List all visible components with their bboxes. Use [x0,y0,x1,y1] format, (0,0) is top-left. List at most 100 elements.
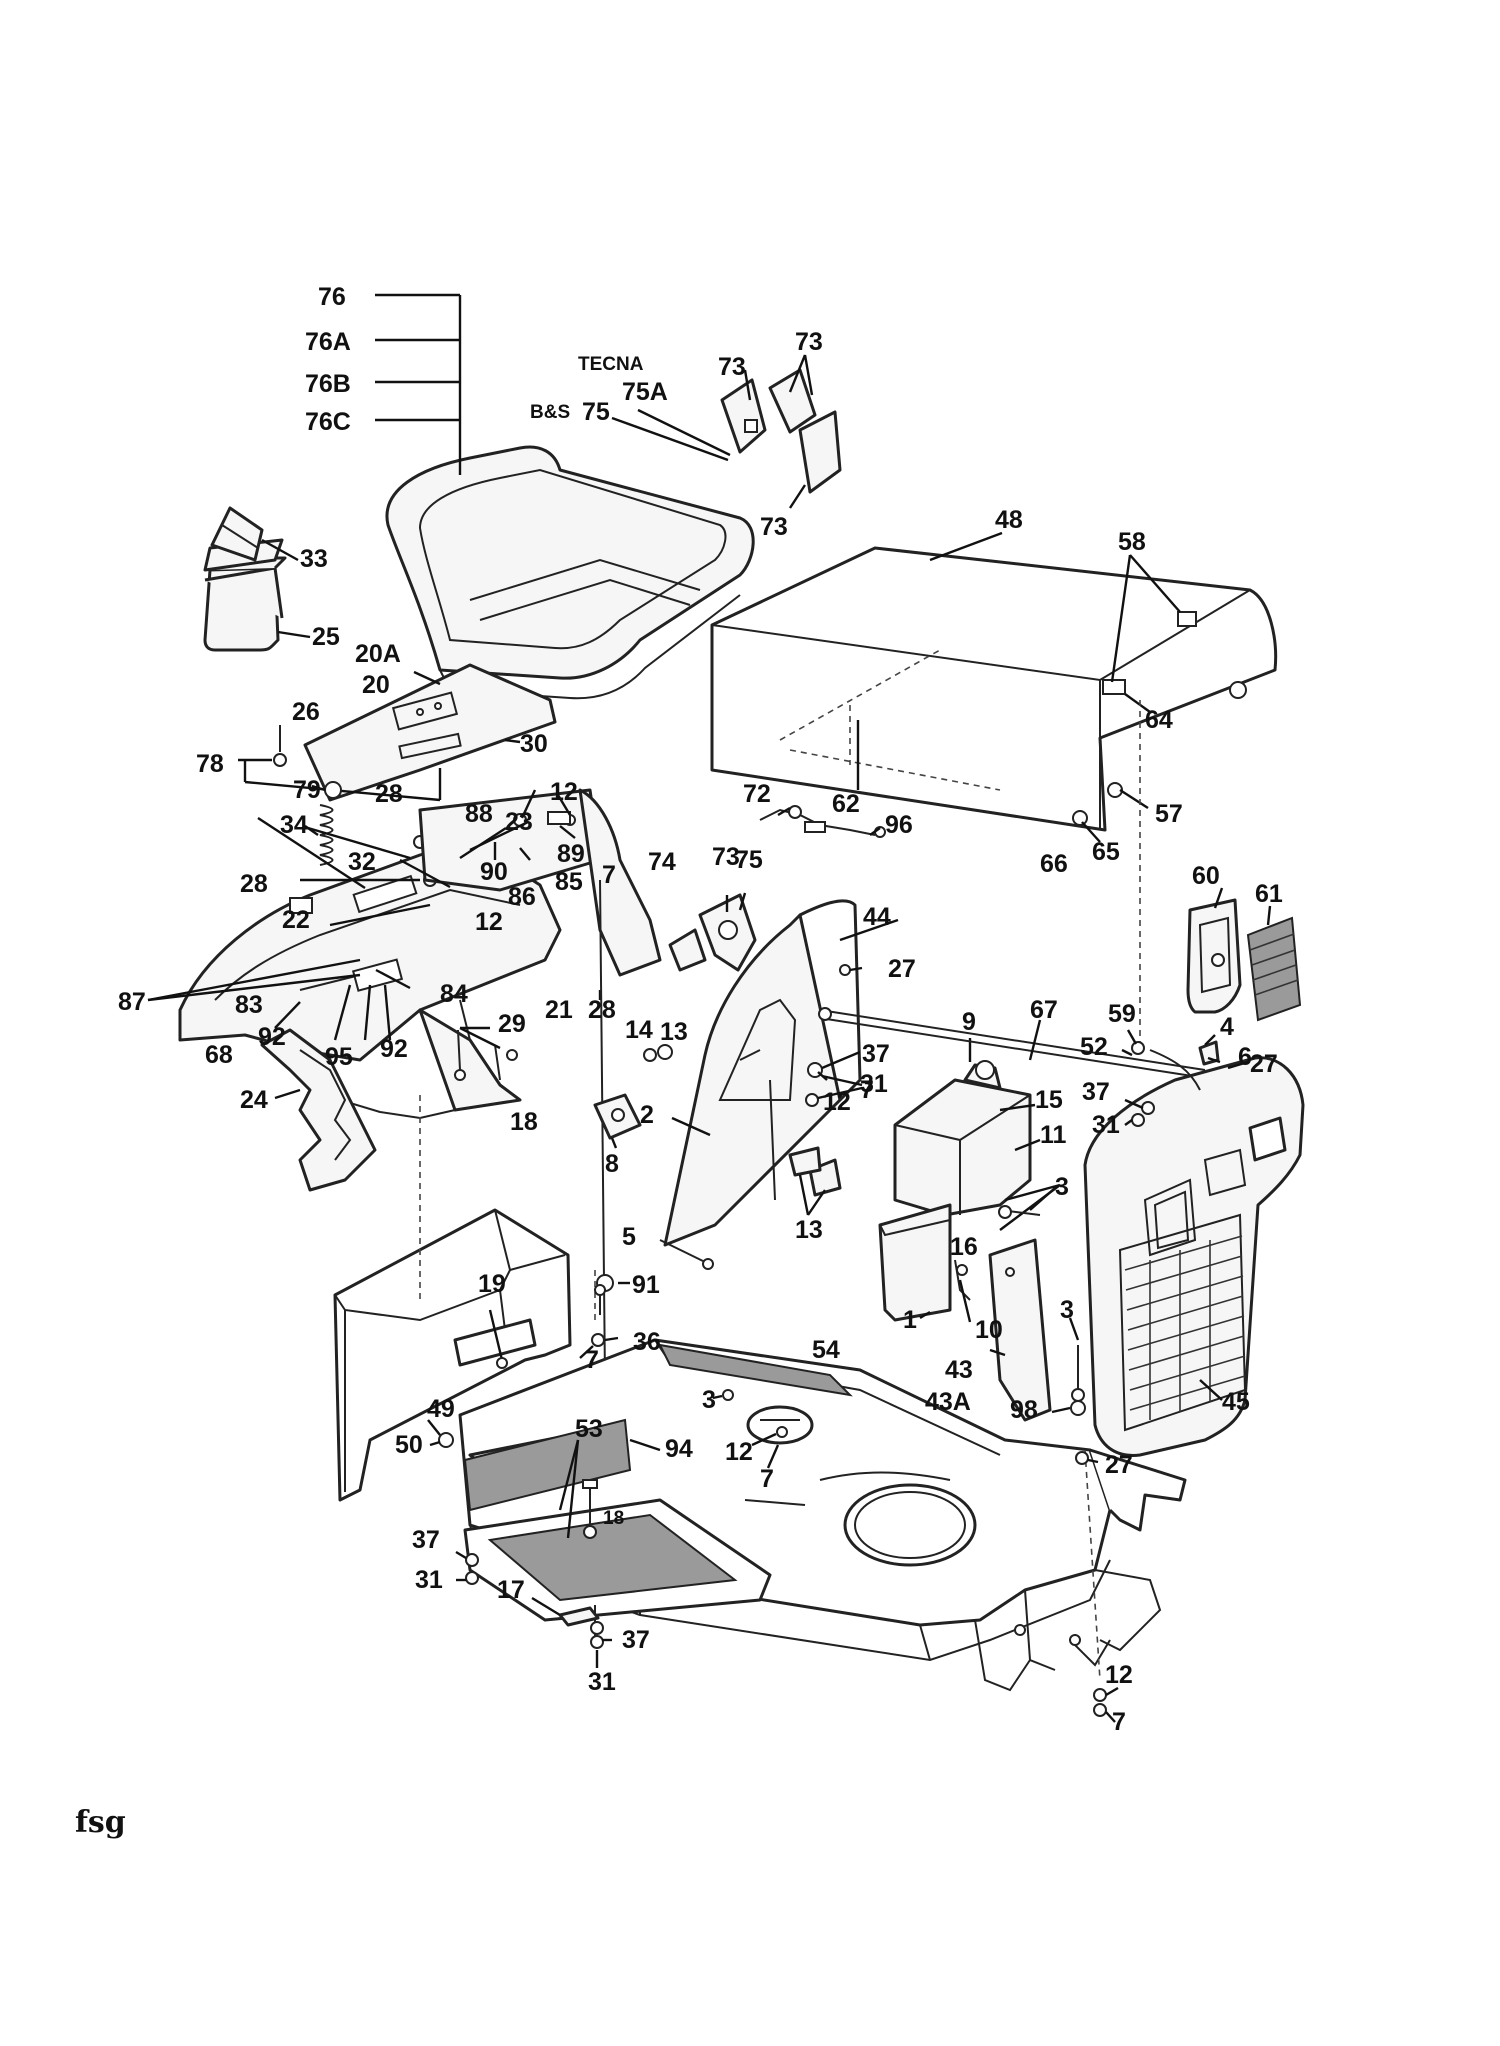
callout-13-a: 13 [660,1018,688,1046]
callout-98: 98 [1010,1396,1038,1424]
ignition-switch [593,1093,642,1149]
callout-18-floor: 18 [603,1508,624,1529]
callout-49: 49 [427,1395,455,1423]
callout-67: 67 [1030,996,1058,1024]
fuel-tank [878,1038,1061,1322]
callout-84: 84 [440,980,468,1008]
callout-12-axle: 12 [1105,1661,1133,1689]
callout-75a: 75A [622,378,668,406]
callout-12-floor: 12 [725,1438,753,1466]
rear-frame [333,1095,596,1502]
callout-91: 91 [632,1271,660,1299]
rear-fender [147,816,602,1120]
battery-bracket [238,663,557,802]
callout-bs: B&S [530,402,570,423]
latch-hardware [1121,700,1249,1127]
callout-2: 2 [640,1101,654,1129]
fender-bracket [260,1028,377,1192]
callout-3-nose: 3 [1060,1296,1074,1324]
callout-28-mid: 28 [588,996,616,1024]
callout-7-floor: 7 [760,1465,774,1493]
callout-73-d: 73 [712,843,740,871]
callout-53: 53 [575,1415,603,1443]
callout-12-mid: 12 [475,908,503,936]
callout-31-left: 31 [415,1566,443,1594]
callout-78: 78 [196,750,224,778]
callout-58: 58 [1118,528,1146,556]
callout-65: 65 [1092,838,1120,866]
callout-92-a: 92 [258,1023,286,1051]
hood-panel [710,531,1278,843]
bolt-14 [643,1044,673,1062]
callout-86: 86 [508,883,536,911]
callout-labels: 76 76A 76B 76C TECNA 75A B&S 75 73 73 73… [118,283,1283,1736]
callout-28-left: 28 [240,870,268,898]
callout-27-dash: 27 [888,955,916,983]
callout-57: 57 [1155,800,1183,828]
bolt-5 [659,1239,714,1270]
callout-22: 22 [282,906,310,934]
callout-11: 11 [1040,1121,1067,1149]
callout-89: 89 [557,840,585,868]
battery [203,506,311,652]
callout-36: 36 [633,1328,661,1356]
callout-60: 60 [1192,862,1220,890]
callout-37-left: 37 [412,1526,440,1554]
callout-10: 10 [975,1316,1003,1344]
callout-96: 96 [885,811,913,839]
callout-52: 52 [1080,1033,1108,1061]
bolt-18-floor [582,1479,598,1539]
callout-14: 14 [625,1016,653,1044]
callout-85: 85 [555,868,583,896]
throttle-control [668,805,886,972]
front-nose [1083,1056,1305,1457]
callout-31-dash: 31 [860,1070,888,1098]
callout-13-b: 13 [795,1216,823,1244]
callout-31-nose: 31 [1092,1111,1120,1139]
seat [385,350,755,700]
callout-20a: 20A [355,640,401,668]
callout-7-frame: 7 [585,1346,599,1374]
seat-bracket [399,788,662,1381]
callout-27-chassis: 27 [1105,1451,1133,1479]
callout-8: 8 [605,1150,619,1178]
front-axle-hardware [1075,1449,1119,1723]
callout-19: 19 [478,1270,506,1298]
callout-94: 94 [665,1435,693,1463]
callout-74: 74 [648,848,676,876]
callout-88: 88 [465,800,493,828]
callout-79: 79 [293,776,321,804]
callout-33: 33 [300,545,328,573]
callout-27-nose: 27 [1250,1050,1278,1078]
callout-61: 61 [1255,880,1283,908]
callout-32: 32 [348,848,376,876]
callout-87: 87 [118,988,146,1016]
callout-48: 48 [995,506,1023,534]
callout-17: 17 [497,1576,525,1604]
callout-3-tank: 3 [1055,1173,1069,1201]
callout-1: 1 [903,1306,917,1334]
fuel-line [954,1259,972,1323]
callout-66: 66 [1040,850,1068,878]
callout-4: 4 [1220,1013,1234,1041]
callout-54: 54 [812,1336,840,1364]
callout-9: 9 [962,1008,976,1036]
callout-83: 83 [235,991,263,1019]
callout-6: 6 [1238,1043,1252,1071]
fender-bolts [454,1026,518,1081]
callout-76c: 76C [305,408,351,436]
seat-spring [304,781,342,866]
callout-12-top: 12 [550,778,578,806]
callout-37-dash: 37 [862,1040,890,1068]
callout-50: 50 [395,1431,423,1459]
callout-21: 21 [545,996,573,1024]
callout-31-bottom: 31 [588,1668,616,1696]
callout-34: 34 [280,811,308,839]
callout-37-bottom: 37 [622,1626,650,1654]
floor-hardware [427,1284,788,1668]
dash-panel [663,899,899,1247]
callout-30: 30 [520,730,548,758]
callout-24: 24 [240,1086,268,1114]
callout-59: 59 [1108,1000,1136,1028]
